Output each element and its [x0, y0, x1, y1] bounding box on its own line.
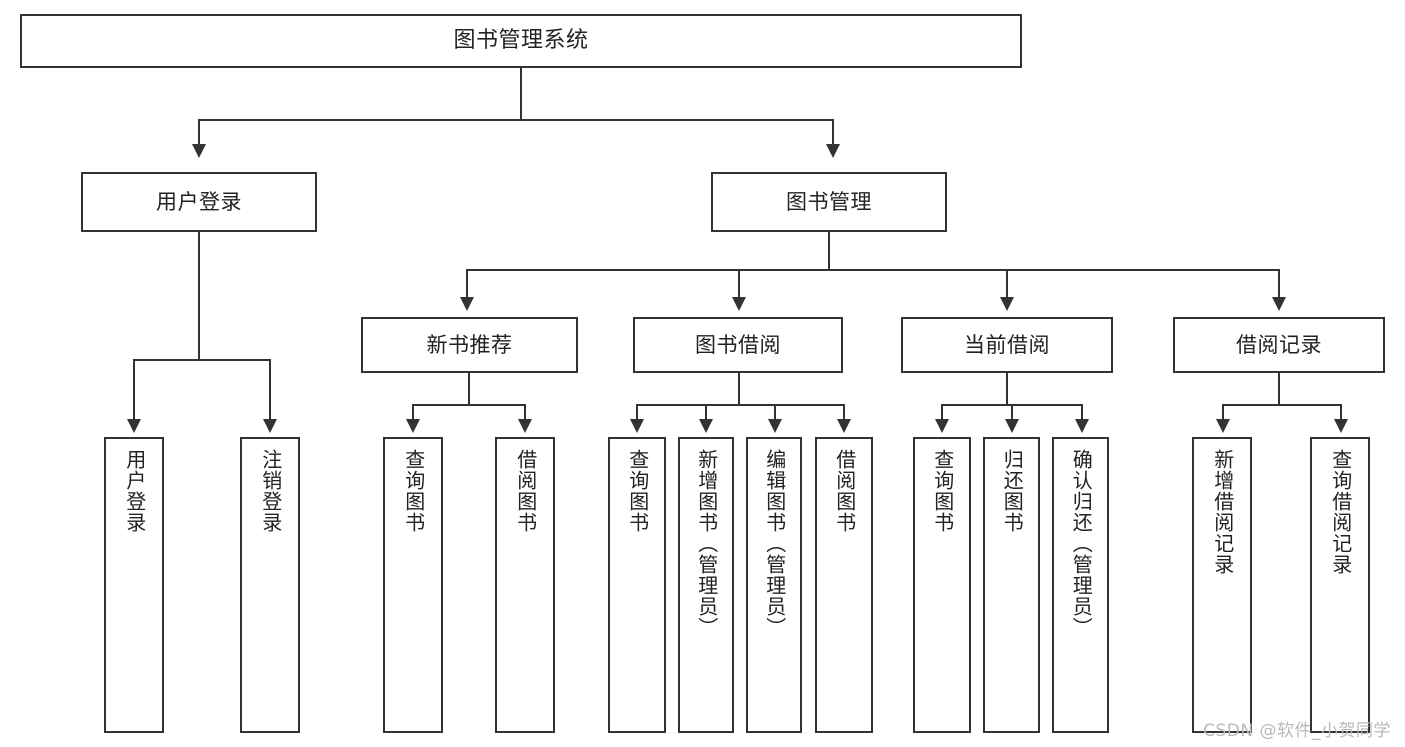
node-label: 图书借阅 — [695, 332, 781, 357]
arrow-cb-to-confirm-return — [1075, 419, 1089, 433]
node-user-login[interactable]: 用户登录 — [81, 172, 317, 232]
connector-br-drop-2 — [1340, 404, 1342, 419]
node-label: 新增借阅记录 — [1210, 449, 1235, 575]
arrow-bm-to-book-borrow — [732, 297, 746, 311]
connector-nbr-drop-1 — [412, 404, 414, 419]
arrow-user-login-to-login — [127, 419, 141, 433]
node-borrow-record[interactable]: 借阅记录 — [1173, 317, 1385, 373]
node-label: 确认归还（管理员） — [1069, 449, 1094, 638]
node-current-borrow[interactable]: 当前借阅 — [901, 317, 1113, 373]
connector-bb-stem — [738, 373, 740, 405]
connector-user-login-drop-1 — [133, 359, 135, 419]
node-label: 新书推荐 — [426, 332, 513, 357]
arrow-bb-to-add-book — [699, 419, 713, 433]
connector-root-drop-book — [832, 119, 834, 144]
node-label: 编辑图书（管理员） — [762, 449, 787, 638]
connector-bb-drop-2 — [705, 404, 707, 419]
connector-cb-drop-2 — [1011, 404, 1013, 419]
arrow-br-to-query-record — [1334, 419, 1348, 433]
connector-bb-drop-1 — [636, 404, 638, 419]
node-label: 借阅图书 — [832, 449, 857, 533]
node-label: 图书管理系统 — [453, 28, 589, 54]
node-book-borrow[interactable]: 图书借阅 — [633, 317, 843, 373]
connector-bm-drop-3 — [1006, 269, 1008, 297]
connector-cb-drop-3 — [1081, 404, 1083, 419]
arrow-root-to-user-login — [192, 144, 206, 158]
node-label: 用户登录 — [156, 189, 242, 214]
node-label: 借阅图书 — [513, 449, 538, 533]
connector-nbr-bus — [412, 404, 524, 406]
connector-book-management-stem — [828, 232, 830, 270]
arrow-nbr-to-borrow-book — [518, 419, 532, 433]
node-label: 查询图书 — [930, 449, 955, 533]
connector-bb-bus — [636, 404, 844, 406]
arrow-bb-to-borrow-book — [837, 419, 851, 433]
node-label: 注销登录 — [258, 449, 283, 533]
arrow-br-to-add-record — [1216, 419, 1230, 433]
connector-br-stem — [1278, 373, 1280, 405]
csdn-watermark: CSDN @软件_小贺同学 — [1203, 721, 1391, 741]
node-root-book-management-system[interactable]: 图书管理系统 — [20, 14, 1022, 68]
arrow-bm-to-borrow-record — [1272, 297, 1286, 311]
node-leaf-nbr-borrow-book[interactable]: 借阅图书 — [495, 437, 555, 733]
node-leaf-user-login[interactable]: 用户登录 — [104, 437, 164, 733]
node-leaf-bb-add-book[interactable]: 新增图书（管理员） — [678, 437, 734, 733]
arrow-user-login-to-logout — [263, 419, 277, 433]
node-label: 查询图书 — [401, 449, 426, 533]
node-leaf-nbr-query-book[interactable]: 查询图书 — [383, 437, 443, 733]
node-book-management[interactable]: 图书管理 — [711, 172, 947, 232]
node-label: 新增图书（管理员） — [694, 449, 719, 638]
node-leaf-cb-query-book[interactable]: 查询图书 — [913, 437, 971, 733]
node-label: 图书管理 — [786, 189, 872, 214]
arrow-root-to-book-management — [826, 144, 840, 158]
node-leaf-br-query-record[interactable]: 查询借阅记录 — [1310, 437, 1370, 733]
connector-cb-stem — [1006, 373, 1008, 405]
connector-br-bus — [1222, 404, 1340, 406]
arrow-bm-to-new-book-recommend — [460, 297, 474, 311]
node-leaf-logout[interactable]: 注销登录 — [240, 437, 300, 733]
node-leaf-bb-borrow-book[interactable]: 借阅图书 — [815, 437, 873, 733]
connector-nbr-drop-2 — [524, 404, 526, 419]
connector-root-drop-user — [198, 119, 200, 144]
arrow-cb-to-query-book — [935, 419, 949, 433]
connector-nbr-stem — [468, 373, 470, 405]
node-label: 查询借阅记录 — [1328, 449, 1353, 575]
connector-bm-drop-4 — [1278, 269, 1280, 297]
node-label: 当前借阅 — [964, 332, 1050, 357]
node-leaf-cb-confirm-return[interactable]: 确认归还（管理员） — [1052, 437, 1109, 733]
connector-root-bus — [198, 119, 834, 121]
node-label: 归还图书 — [1000, 449, 1025, 533]
connector-user-login-drop-2 — [269, 359, 271, 419]
arrow-bb-to-edit-book — [768, 419, 782, 433]
node-leaf-bb-query-book[interactable]: 查询图书 — [608, 437, 666, 733]
node-leaf-cb-return-book[interactable]: 归还图书 — [983, 437, 1040, 733]
arrow-cb-to-return-book — [1005, 419, 1019, 433]
connector-user-login-stem — [198, 232, 200, 360]
connector-book-management-bus — [466, 269, 1278, 271]
arrow-bm-to-current-borrow — [1000, 297, 1014, 311]
node-label: 用户登录 — [122, 449, 147, 533]
arrow-nbr-to-query-book — [406, 419, 420, 433]
node-new-book-recommend[interactable]: 新书推荐 — [361, 317, 578, 373]
node-label: 借阅记录 — [1236, 332, 1322, 357]
connector-bb-drop-3 — [774, 404, 776, 419]
connector-user-login-bus — [133, 359, 269, 361]
connector-bm-drop-2 — [738, 269, 740, 297]
node-leaf-bb-edit-book[interactable]: 编辑图书（管理员） — [746, 437, 802, 733]
connector-cb-drop-1 — [941, 404, 943, 419]
connector-bm-drop-1 — [466, 269, 468, 297]
node-label: 查询图书 — [625, 449, 650, 533]
connector-bb-drop-4 — [843, 404, 845, 419]
connector-root-stem — [520, 68, 522, 120]
node-leaf-br-add-record[interactable]: 新增借阅记录 — [1192, 437, 1252, 733]
connector-br-drop-1 — [1222, 404, 1224, 419]
arrow-bb-to-query-book — [630, 419, 644, 433]
